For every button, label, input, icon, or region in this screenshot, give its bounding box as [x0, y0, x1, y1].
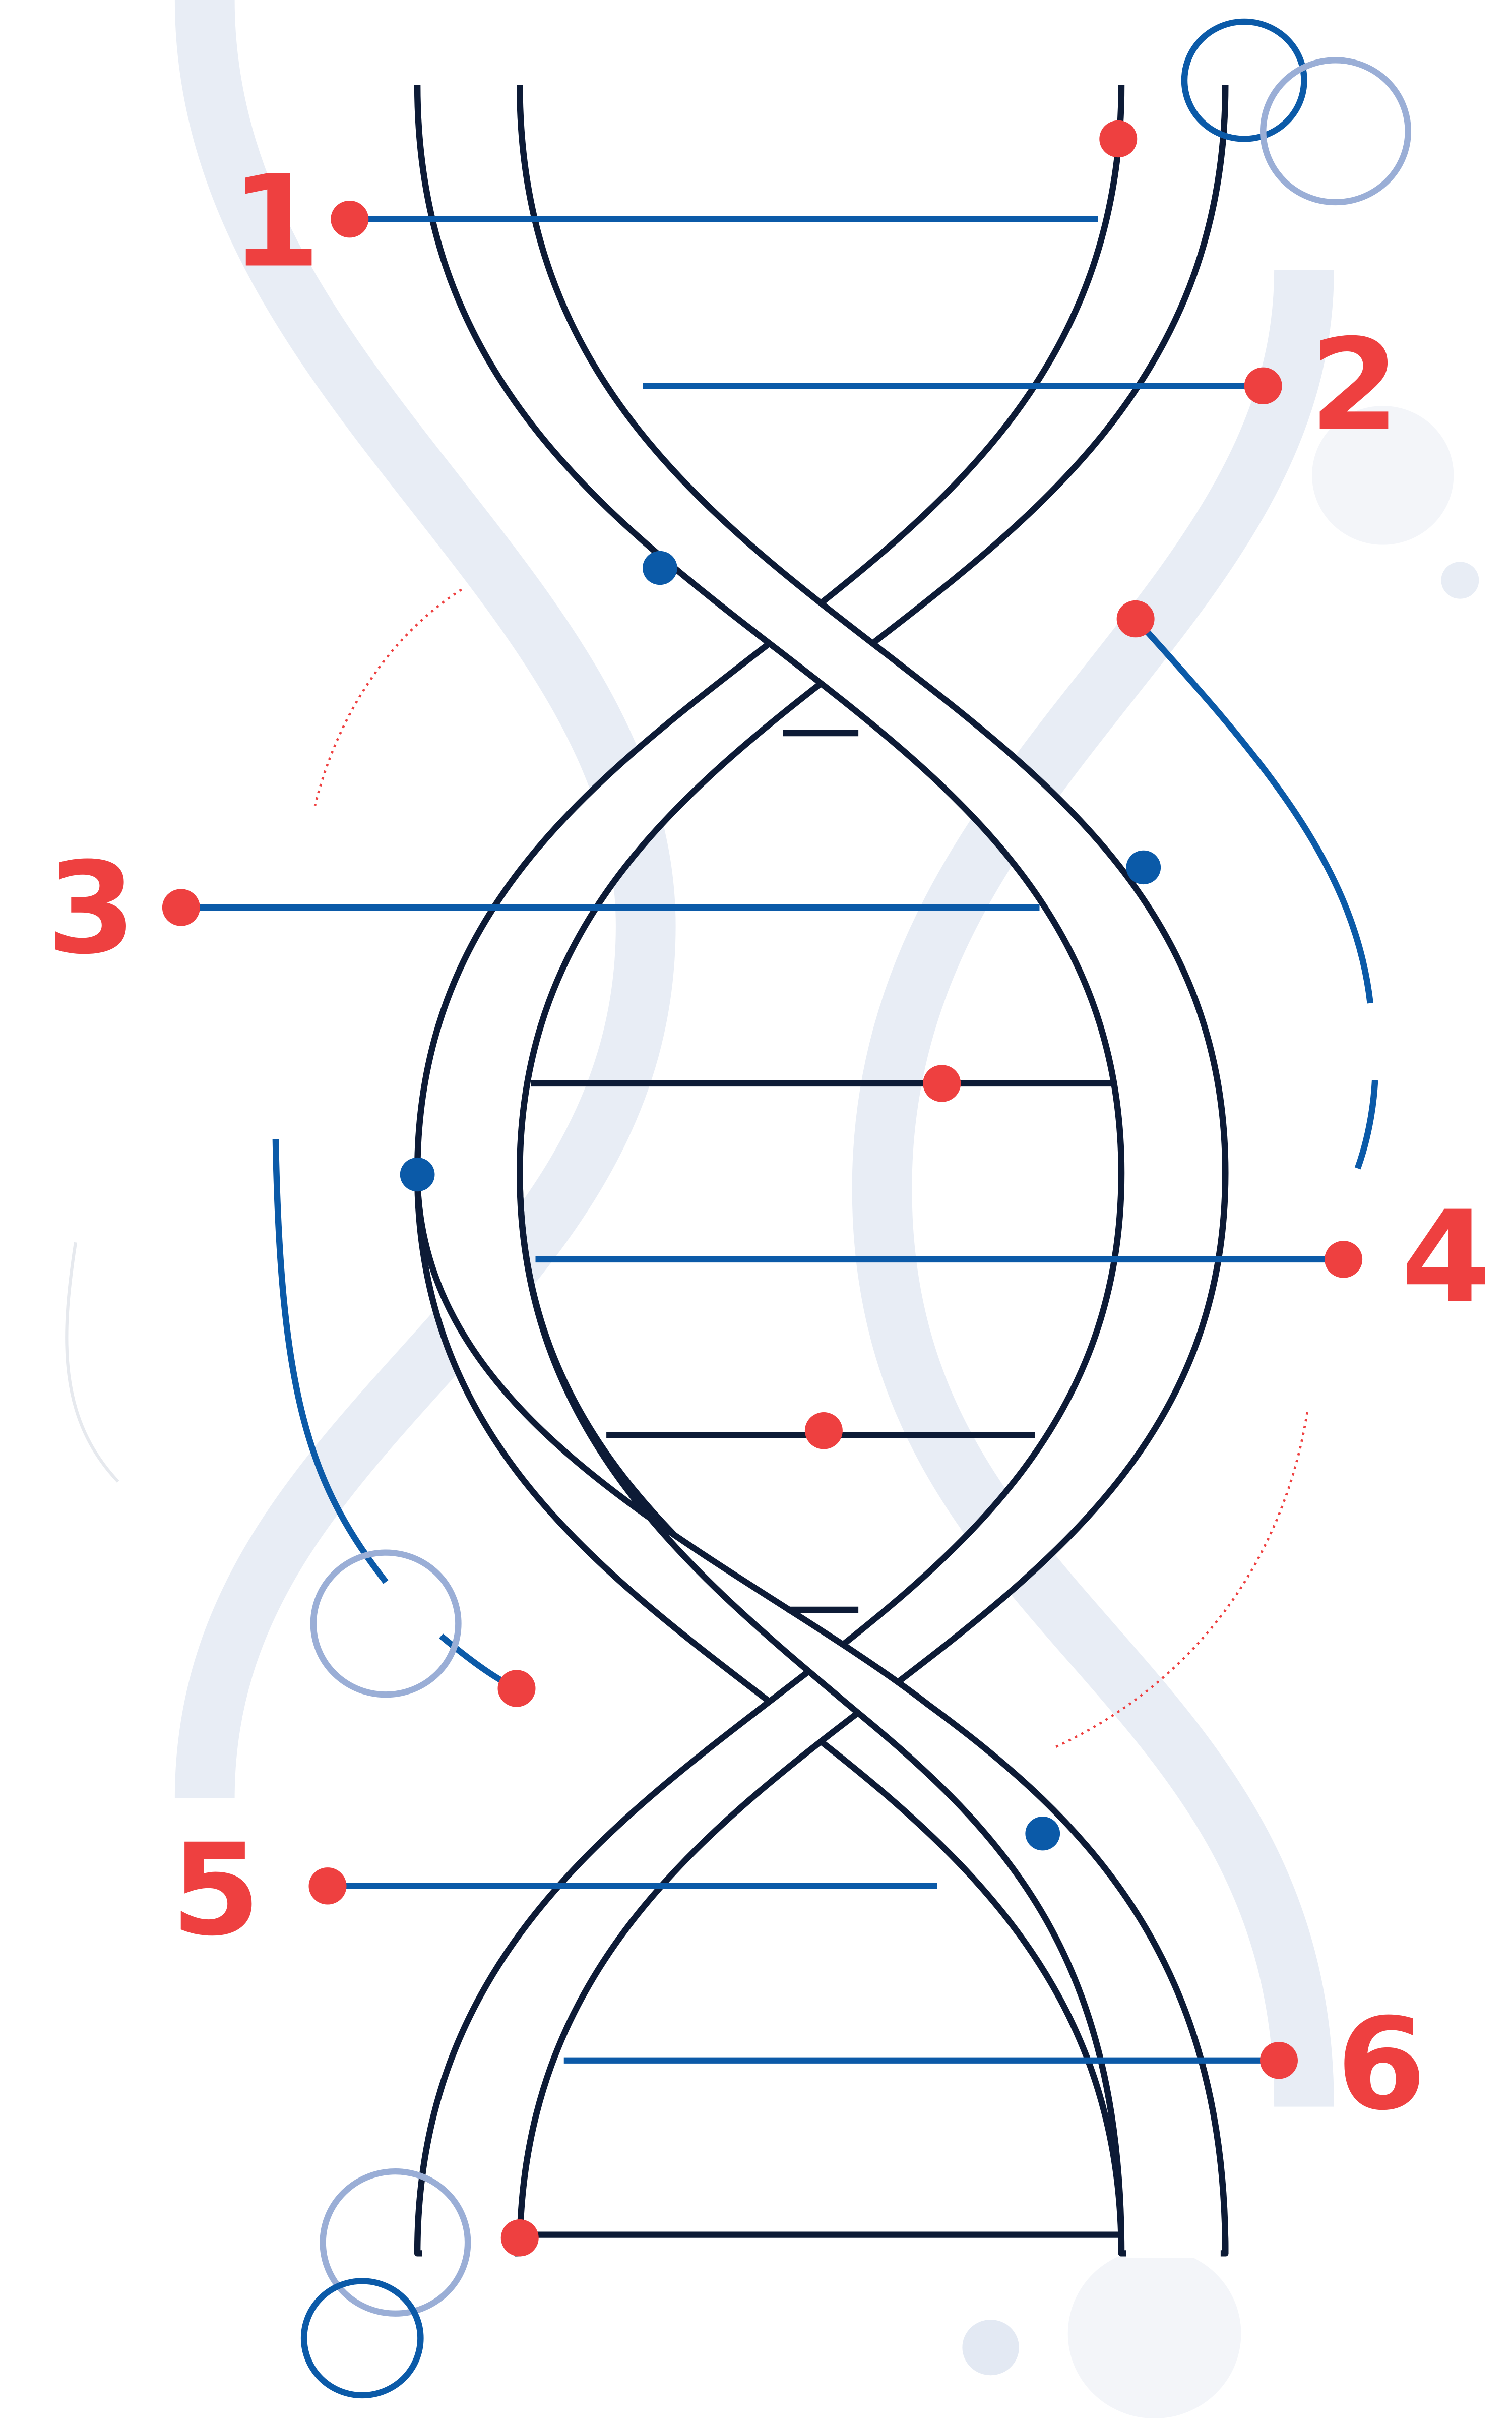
- blue-nodes: [400, 551, 1161, 1851]
- step-number-5: 5: [171, 1817, 261, 1964]
- step-number-3: 3: [46, 835, 136, 982]
- red-node: [1116, 600, 1155, 638]
- ring: [310, 1549, 462, 1698]
- dotted-arc-right: [1051, 1412, 1309, 1750]
- helix-strands: [414, 85, 1229, 2257]
- ring: [1260, 57, 1411, 206]
- blob-circle: [1441, 562, 1479, 599]
- background-waves: [174, 0, 1334, 2107]
- red-node: [331, 200, 369, 238]
- red-nodes: [162, 120, 1363, 2257]
- blue-node: [1126, 850, 1161, 885]
- red-node: [1099, 120, 1138, 158]
- connector-arc-left: [272, 1139, 389, 1584]
- blue-node: [643, 551, 677, 585]
- step-number-6: 6: [1336, 1991, 1426, 2138]
- blue-node: [1025, 1817, 1060, 1851]
- ring: [1181, 18, 1307, 142]
- background-wave-left: [174, 0, 676, 1798]
- connector-arc-right-tail: [1354, 1080, 1378, 1170]
- faint-arc: [65, 1242, 119, 1483]
- blob-circle: [1312, 406, 1454, 545]
- ring: [300, 2278, 424, 2399]
- decorative-blobs: [962, 406, 1479, 2418]
- blob-circle: [962, 2320, 1019, 2376]
- red-node: [500, 2219, 539, 2257]
- dotted-arc-left: [313, 588, 462, 806]
- step-number-4: 4: [1401, 1184, 1491, 1331]
- blue-node: [400, 1157, 435, 1192]
- blob-circle: [1067, 2249, 1241, 2418]
- red-node: [497, 1670, 536, 1707]
- step-number-1: 1: [231, 148, 321, 295]
- strand-b-lower-overlap: [414, 1173, 1229, 2257]
- step-number-2: 2: [1309, 312, 1399, 459]
- connector-lines: [181, 216, 1378, 2064]
- strand-caps-cover: [422, 80, 1221, 2258]
- rings: [300, 18, 1411, 2399]
- red-node: [308, 1867, 347, 1905]
- red-node: [162, 889, 200, 926]
- ring: [320, 2168, 471, 2317]
- red-node: [923, 1065, 961, 1102]
- dotted-arcs: [313, 588, 1309, 1750]
- red-node: [1260, 2042, 1298, 2079]
- faint-arcs: [65, 1242, 119, 1483]
- step-numbers: 1 2 3 4 5 6: [46, 148, 1491, 2138]
- red-node: [1244, 367, 1282, 405]
- red-node: [1325, 1241, 1363, 1278]
- connector-arc-right: [1133, 617, 1373, 1004]
- red-node: [804, 1412, 843, 1449]
- background-wave-right: [852, 270, 1334, 2107]
